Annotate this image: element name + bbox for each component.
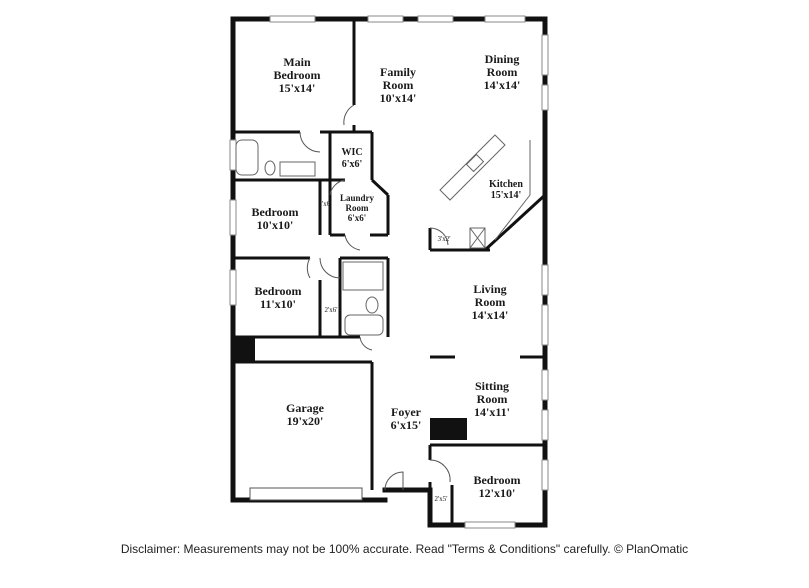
room-name-2: Room <box>477 392 508 406</box>
room-dims: 19'x20' <box>287 414 324 428</box>
room-laundry: Laundry Room 6'x6' <box>340 193 375 223</box>
room-name-2: Room <box>487 65 518 79</box>
room-name-2: Room <box>383 78 414 92</box>
room-name-2: Bedroom <box>273 68 320 82</box>
room-name: Dining <box>485 52 520 66</box>
room-dims: 14'x14' <box>484 78 521 92</box>
room-name-2: Room <box>346 203 369 213</box>
room-name: Garage <box>286 401 325 415</box>
room-name: Bedroom <box>254 284 301 298</box>
room-name: Foyer <box>391 405 422 419</box>
room-name: Living <box>473 282 506 296</box>
room-family-room: Family Room 10'x14' <box>380 65 417 105</box>
interior-walls <box>233 19 547 525</box>
room-main-bedroom: Main Bedroom 15'x14' <box>273 55 320 95</box>
room-name-2: Room <box>475 295 506 309</box>
room-living-room: Living Room 14'x14' <box>472 282 509 322</box>
room-dims: 6'x6' <box>348 213 367 223</box>
room-dining-room: Dining Room 14'x14' <box>484 52 521 92</box>
room-bedroom-c: Bedroom 12'x10' <box>473 473 520 500</box>
room-name: Family <box>380 65 416 79</box>
room-dims: 11'x10' <box>260 297 296 311</box>
room-name: Main <box>283 55 311 69</box>
disclaimer-text: Disclaimer: Measurements may not be 100%… <box>120 542 689 556</box>
room-bedroom-b: Bedroom 11'x10' <box>254 284 301 311</box>
room-name: Bedroom <box>251 205 298 219</box>
room-dims: 15'x14' <box>491 190 522 201</box>
room-dims: 10'x14' <box>380 91 417 105</box>
closet-labels: 3'x2' 2'x6' 2'x6' 2'x5' <box>318 200 450 503</box>
room-foyer: Foyer 6'x15' <box>391 405 422 432</box>
room-name: Kitchen <box>489 179 523 190</box>
structural-blocks <box>233 337 467 440</box>
room-dims: 15'x14' <box>279 81 316 95</box>
room-wic: WIC 6'x6' <box>341 147 362 170</box>
fixtures <box>235 134 531 336</box>
room-sitting-room: Sitting Room 14'x11' <box>474 379 510 419</box>
room-dims: 6'x15' <box>391 418 422 432</box>
room-name: Bedroom <box>473 473 520 487</box>
room-dims: 14'x14' <box>472 308 509 322</box>
room-kitchen: Kitchen 15'x14' <box>489 179 523 201</box>
room-dims: 6'x6' <box>342 159 363 170</box>
room-dims: 12'x10' <box>479 486 516 500</box>
room-name: Sitting <box>475 379 509 393</box>
closet-c: 2'x5' <box>434 495 447 503</box>
closet-pantry: 3'x2' <box>437 235 450 243</box>
doors <box>299 104 451 491</box>
room-name: Laundry <box>340 193 375 203</box>
room-bedroom-a: Bedroom 10'x10' <box>251 205 298 232</box>
closet-a: 2'x6' <box>318 200 331 208</box>
windows <box>229 15 549 529</box>
room-dims: 10'x10' <box>257 218 294 232</box>
room-dims: 14'x11' <box>474 405 510 419</box>
room-garage: Garage 19'x20' <box>286 401 325 428</box>
closet-b: 2'x6' <box>324 306 337 314</box>
room-name: WIC <box>341 147 362 158</box>
